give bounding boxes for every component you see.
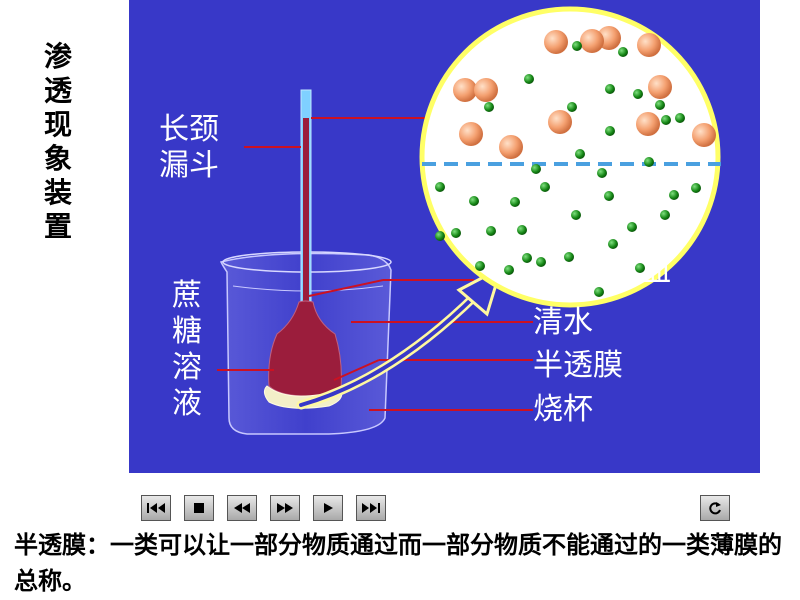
water-molecule [605,84,615,94]
sugar-molecule [544,30,568,54]
water-molecule [486,226,496,236]
water-molecule [691,183,701,193]
label-beaker: 烧杯 [533,392,593,427]
label-sucrose-solution: 蔗糖溶液 [172,278,202,421]
label-partial: 血 [641,262,671,289]
water-molecule [594,287,604,297]
water-molecule [536,257,546,267]
water-molecule [504,265,514,275]
last-slide-button[interactable] [356,495,386,521]
osmosis-diagram [217,6,721,435]
sugar-molecule [580,29,604,53]
water-molecule [475,261,485,271]
water-molecule [571,210,581,220]
water-molecule [484,102,494,112]
skip-last-icon [362,503,380,513]
sugar-molecule [692,123,716,147]
stop-button[interactable] [184,495,214,521]
play-icon [324,503,333,513]
play-button[interactable] [313,495,343,521]
sugar-molecule [548,110,572,134]
water-molecule [567,102,577,112]
label-membrane: 半透膜 [533,348,623,383]
sugar-molecule [648,75,672,99]
rewind-icon [234,503,250,513]
side-title: 渗透现象装置 [38,40,78,244]
water-molecule [435,182,445,192]
water-molecule [604,191,614,201]
fast-forward-icon [277,503,293,513]
water-molecule [605,126,615,136]
label-funnel: 长颈漏斗 [159,112,219,183]
osmosis-diagram-panel: 长颈漏斗 蔗糖溶液 清水 半透膜 烧杯 血 [129,0,760,473]
label-water: 清水 [533,305,593,340]
water-molecule [675,113,685,123]
skip-first-icon [147,503,165,513]
water-molecule [524,74,534,84]
water-molecule [540,182,550,192]
water-molecule [669,190,679,200]
water-molecule [572,41,582,51]
definition-text: 半透膜：一类可以让一部分物质通过而一部分物质不能通过的一类薄膜的总称。 [14,531,782,595]
water-molecule [597,168,607,178]
water-molecule [618,47,628,57]
water-molecule [661,115,671,125]
water-molecule [510,197,520,207]
sugar-molecule [453,78,477,102]
water-molecule [564,252,574,262]
water-molecule [451,228,461,238]
sugar-molecule [499,135,523,159]
water-molecule [635,263,645,273]
magnified-view [419,6,721,308]
sugar-molecule [636,112,660,136]
water-molecule [469,196,479,206]
return-button[interactable] [700,495,730,521]
water-molecule [627,222,637,232]
water-molecule [435,231,445,241]
long-neck-funnel [263,89,343,409]
first-slide-button[interactable] [141,495,171,521]
playback-controls [0,495,800,525]
rewind-button[interactable] [227,495,257,521]
water-molecule [575,149,585,159]
water-molecule [517,225,527,235]
sugar-molecule [637,33,661,57]
stop-icon [194,503,204,513]
side-title-text: 渗透现象装置 [43,40,72,243]
water-molecule [522,253,532,263]
sugar-molecule [474,78,498,102]
fast-forward-button[interactable] [270,495,300,521]
water-molecule [633,89,643,99]
water-molecule [531,164,541,174]
return-icon [709,502,721,515]
sugar-molecule [459,122,483,146]
water-molecule [655,100,665,110]
water-molecule [644,157,654,167]
water-molecule [660,210,670,220]
water-molecule [608,239,618,249]
